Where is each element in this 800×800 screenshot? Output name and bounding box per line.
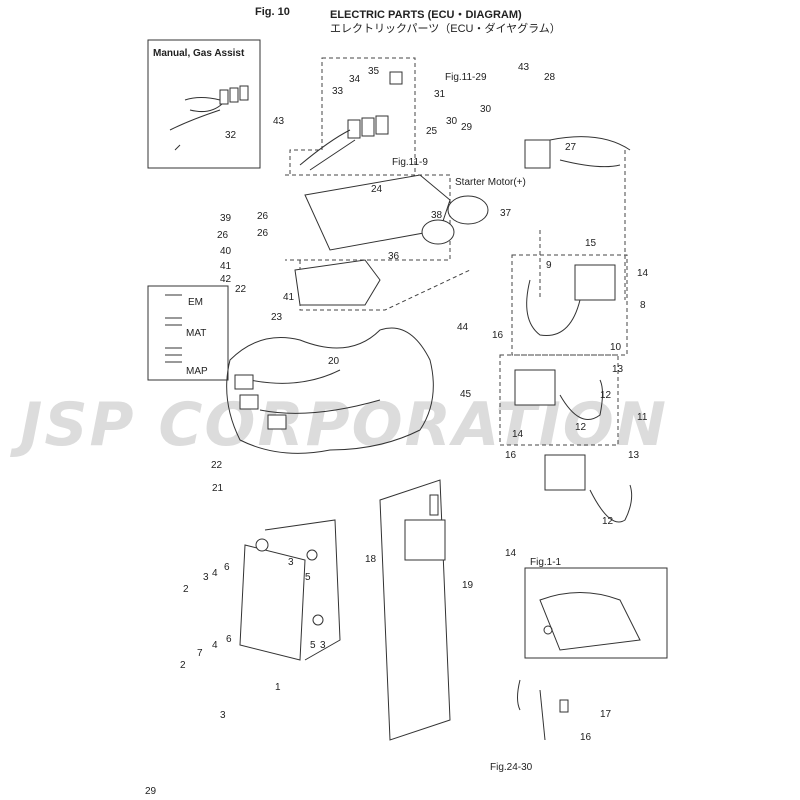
callout-41: 41 [220, 261, 232, 272]
callout-45: 45 [460, 389, 472, 400]
callout-3: 3 [220, 710, 226, 721]
callout-13: 13 [612, 364, 624, 375]
rectifier-plate [379, 479, 451, 741]
ignition-coils [514, 264, 633, 523]
callout-14: 14 [505, 548, 517, 559]
callout-12: 12 [575, 422, 587, 433]
sensor-mat: MAT [186, 328, 206, 339]
bracket-and-harness [226, 174, 451, 454]
callout-16: 16 [492, 330, 504, 341]
callout-17: 17 [600, 709, 612, 720]
starter-relay [421, 136, 631, 245]
ref-fig-11-9: Fig.11-9 [392, 157, 428, 168]
callout-24: 24 [371, 184, 383, 195]
callout-29: 29 [461, 122, 473, 133]
callout-13: 13 [628, 450, 640, 461]
callout-26: 26 [257, 228, 269, 239]
callout-18: 18 [365, 554, 377, 565]
callout-43: 43 [518, 62, 530, 73]
callout-36: 36 [388, 251, 400, 262]
callout-14: 14 [637, 268, 649, 279]
sensor-map: MAP [186, 366, 208, 377]
callout-3: 3 [203, 572, 209, 583]
callout-34: 34 [349, 74, 361, 85]
callout-26: 26 [217, 230, 229, 241]
callout-layer: 1223333445566789101112121213131414141516… [180, 62, 649, 743]
callout-12: 12 [602, 516, 614, 527]
callout-22: 22 [235, 284, 247, 295]
callout-41: 41 [283, 292, 295, 303]
callout-6: 6 [226, 634, 232, 645]
callout-40: 40 [220, 246, 232, 257]
callout-42: 42 [220, 274, 232, 285]
callout-11: 11 [637, 412, 648, 423]
callout-2: 2 [180, 660, 186, 671]
callout-31: 31 [434, 89, 446, 100]
callout-2: 2 [183, 584, 189, 595]
ref-starter-motor: Starter Motor(+) [455, 177, 526, 188]
callout-30: 30 [480, 104, 492, 115]
page-number: 29 [145, 786, 157, 797]
title-en: ELECTRIC PARTS (ECU・DIAGRAM) [330, 9, 522, 21]
callout-6: 6 [224, 562, 230, 573]
inset-fig-title: Fig.1-1 [530, 557, 562, 568]
ecu-unit [239, 519, 341, 661]
callout-23: 23 [271, 312, 283, 323]
callout-3: 3 [288, 557, 294, 568]
ref-fig-11-29: Fig.11-29 [445, 72, 487, 83]
callout-43: 43 [273, 116, 285, 127]
callout-35: 35 [368, 66, 380, 77]
callout-32: 32 [225, 130, 237, 141]
callout-16: 16 [580, 732, 592, 743]
callout-4: 4 [212, 640, 218, 651]
callout-38: 38 [431, 210, 443, 221]
inset-manual-gas-assist: Manual, Gas Assist 32 [147, 39, 261, 169]
callout-16: 16 [505, 450, 517, 461]
callout-37: 37 [500, 208, 512, 219]
callout-21: 21 [212, 483, 224, 494]
ref-fig-24-30: Fig.24-30 [490, 762, 533, 773]
callout-5: 5 [305, 572, 311, 583]
callout-9: 9 [546, 260, 552, 271]
callout-7: 7 [197, 648, 203, 659]
callout-8: 8 [640, 300, 646, 311]
callout-26: 26 [257, 211, 269, 222]
callout-19: 19 [462, 580, 474, 591]
title-jp: エレクトリックパーツ（ECU・ダイヤグラム） [330, 23, 561, 35]
sensor-em: EM [188, 297, 203, 308]
inset-fig-1-1: Fig.1-1 [524, 557, 668, 659]
ground-cable [517, 679, 569, 741]
callout-39: 39 [220, 213, 232, 224]
callout-27: 27 [565, 142, 577, 153]
callout-30: 30 [446, 116, 458, 127]
callout-28: 28 [544, 72, 556, 83]
callout-14: 14 [512, 429, 524, 440]
callout-15: 15 [585, 238, 597, 249]
watermark-text: JSP CORPORATION [10, 390, 668, 460]
inset-manual-title: Manual, Gas Assist [153, 48, 245, 59]
callout-3: 3 [320, 640, 326, 651]
callout-25: 25 [426, 126, 438, 137]
callout-12: 12 [600, 390, 612, 401]
sensor-box: EM MAT MAP [147, 285, 229, 381]
callout-20: 20 [328, 356, 340, 367]
callout-10: 10 [610, 342, 622, 353]
fig-label: Fig. 10 [255, 6, 290, 18]
callout-5: 5 [310, 640, 316, 651]
callout-4: 4 [212, 568, 218, 579]
relay-assembly [299, 71, 403, 171]
callout-33: 33 [332, 86, 344, 97]
callout-1: 1 [275, 682, 281, 693]
callout-22: 22 [211, 460, 223, 471]
callout-44: 44 [457, 322, 469, 333]
